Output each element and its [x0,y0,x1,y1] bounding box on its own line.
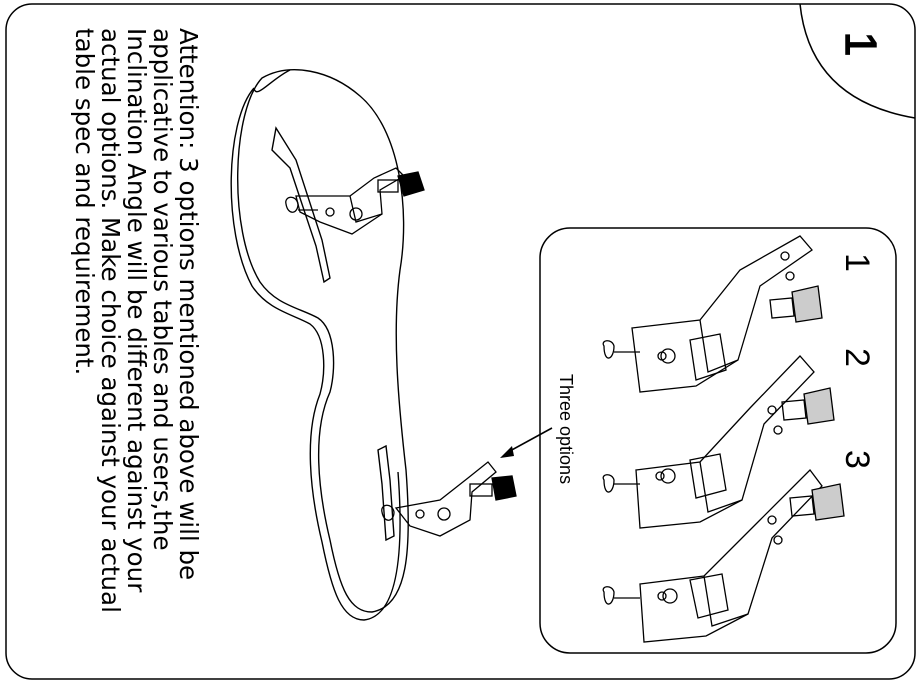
option-label-2: 2 [838,348,876,367]
pointer-arrow [500,427,553,458]
attention-line-1: Attention: 3 options mentioned above wil… [174,28,203,580]
board-bracket-upper [285,167,425,235]
option-bracket-3 [602,469,845,643]
page-frame [5,3,916,680]
table-board [230,69,409,621]
option-bracket-1 [602,235,823,393]
board-bracket-lower [381,461,517,537]
options-inset [539,227,897,654]
attention-line-3: Inclination Angle will be different agai… [122,28,151,593]
step-number: 1 [836,32,885,56]
attention-line-5: table spec and requirement. [70,28,99,375]
option-label-3: 3 [838,450,876,469]
attention-note: Attention: 3 options mentioned above wil… [70,28,203,613]
attention-line-2: applicative to various tables and users,… [148,28,177,551]
step-tab [799,3,916,119]
options-caption: Three options [556,374,576,484]
attention-line-4: actual options. Make choice against your… [96,28,125,613]
option-bracket-2 [602,355,835,529]
option-label-1: 1 [838,253,876,272]
